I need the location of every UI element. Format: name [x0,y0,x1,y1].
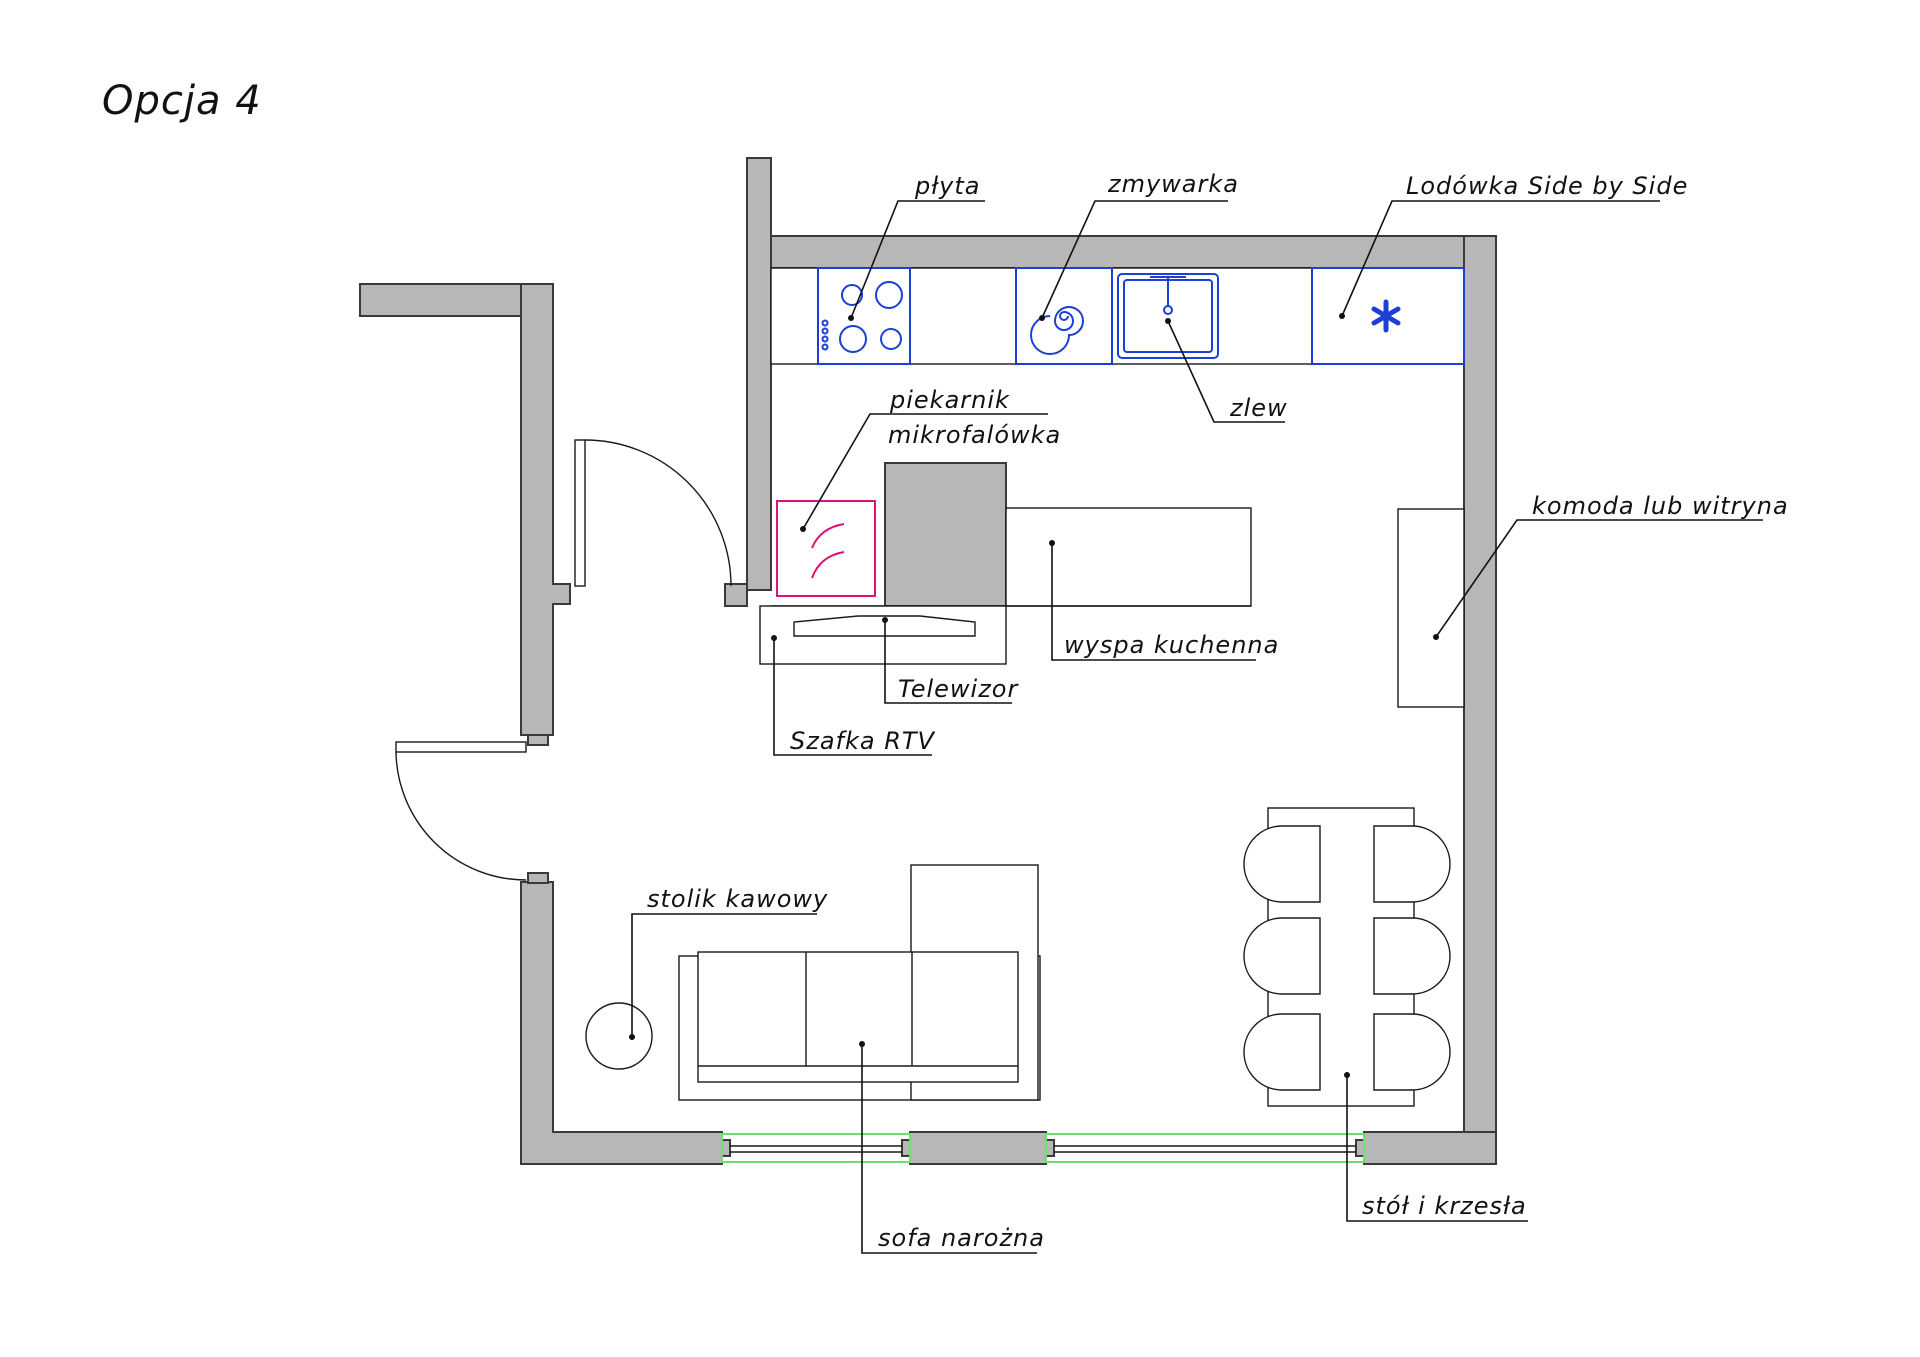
window-jamb [1045,1139,1055,1157]
label-mikrofalowka: mikrofalówka [888,421,1061,449]
leader-dot [1433,634,1439,640]
leader-lodowka [1341,200,1660,317]
leader-plyta [850,200,985,319]
spiral-icon [1030,306,1084,355]
hob-knob [821,335,829,343]
leader-stolik [631,913,817,1037]
chair [1243,825,1321,903]
leader-dot [848,315,854,321]
label-wyspa: wyspa kuchenna [1064,631,1279,659]
left-wall-lower [520,881,723,1165]
tall-cabinet [884,462,1007,607]
label-lodowka: Lodówka Side by Side [1406,172,1688,200]
door-jamb-left-top [527,734,549,746]
hob-knob [821,327,829,335]
oven-column [776,500,876,597]
leader-zmywarka [1041,200,1228,319]
right-wall [1463,235,1497,1165]
label-plyta: płyta [914,172,980,200]
kitchen-counter [770,267,1465,365]
hob [817,267,911,365]
leader-piekarnik [802,413,1048,530]
door-jamb-left-bottom [527,872,549,884]
leader-wyspa [1051,543,1256,661]
walls [359,157,1497,1165]
chair [1373,1013,1451,1091]
chair [1243,917,1321,995]
label-zlew: zlew [1229,394,1288,422]
sofa-seats [697,951,1019,1083]
leader-dot [800,526,806,532]
leader-dot [771,635,777,641]
door-leaf-upper [574,439,586,587]
chair [1243,1013,1321,1091]
window-right-glass [1045,1133,1365,1163]
leader-dot [1039,315,1045,321]
leader-dot [1339,313,1345,319]
label-sofa: sofa narożna [878,1224,1045,1252]
hob-burner [839,325,867,353]
door-leaf-left [395,741,527,753]
window-jamb [901,1139,911,1157]
top-wall [770,235,1497,269]
sink-outer [1117,273,1219,359]
sink [1117,273,1219,359]
leader-telewizor [884,620,1012,704]
leader-szafka-rtv [773,638,932,756]
window-jamb [721,1139,731,1157]
oven-icon [811,523,845,549]
left-wall-upper [520,283,571,736]
fridge [1311,267,1465,365]
leader-dot [859,1041,865,1047]
hob-burner [875,281,903,309]
chair [1373,917,1451,995]
asterisk-icon [1371,299,1401,333]
chair [1373,825,1451,903]
doors [395,439,732,881]
label-stol: stół i krzesła [1362,1192,1527,1220]
window-jamb [1355,1139,1365,1157]
window-left-glass [721,1133,911,1163]
windows [721,1133,1365,1163]
tap-head [1163,305,1173,315]
label-telewizor: Telewizor [898,675,1019,703]
leader-stol [1346,1075,1528,1222]
hob-outline [817,267,911,365]
page-title: Opcja 4 [102,78,262,124]
door-swing-upper [584,439,732,587]
label-piekarnik: piekarnik [889,386,1010,414]
oven-icon [811,551,845,579]
label-stolik: stolik kawowy [647,885,828,913]
leader-komoda [1435,519,1763,638]
label-komoda: komoda lub witryna [1532,492,1789,520]
sideboard [1397,508,1465,708]
leader-dot [882,617,888,623]
leader-dot [1165,318,1171,324]
partition-door-jamb [724,583,748,607]
leader-sofa [861,1044,1037,1254]
hob-knob [821,343,829,351]
bottom-wall-middle [909,1131,1047,1165]
oven-outline [776,500,876,597]
dining-set [1243,807,1451,1107]
label-szafka-rtv: Szafka RTV [790,727,936,755]
leader-dot [1049,540,1055,546]
leader-dot [629,1034,635,1040]
corner-sofa [678,864,1041,1101]
hob-knob [821,319,829,327]
hob-burner [841,284,863,306]
kitchen-island [1005,507,1252,607]
leader-zlew [1167,320,1285,423]
label-zmywarka: zmywarka [1107,170,1239,198]
leader-dot [1344,1072,1350,1078]
bottom-wall-right [1363,1131,1497,1165]
hob-burner [880,328,902,350]
annotations: płyta zmywarka Lodówka Side by Side zlew… [629,170,1789,1254]
fridge-outline [1311,267,1465,365]
coffee-table [585,1002,653,1070]
partition-wall [746,157,772,591]
door-swing-left [395,751,527,881]
